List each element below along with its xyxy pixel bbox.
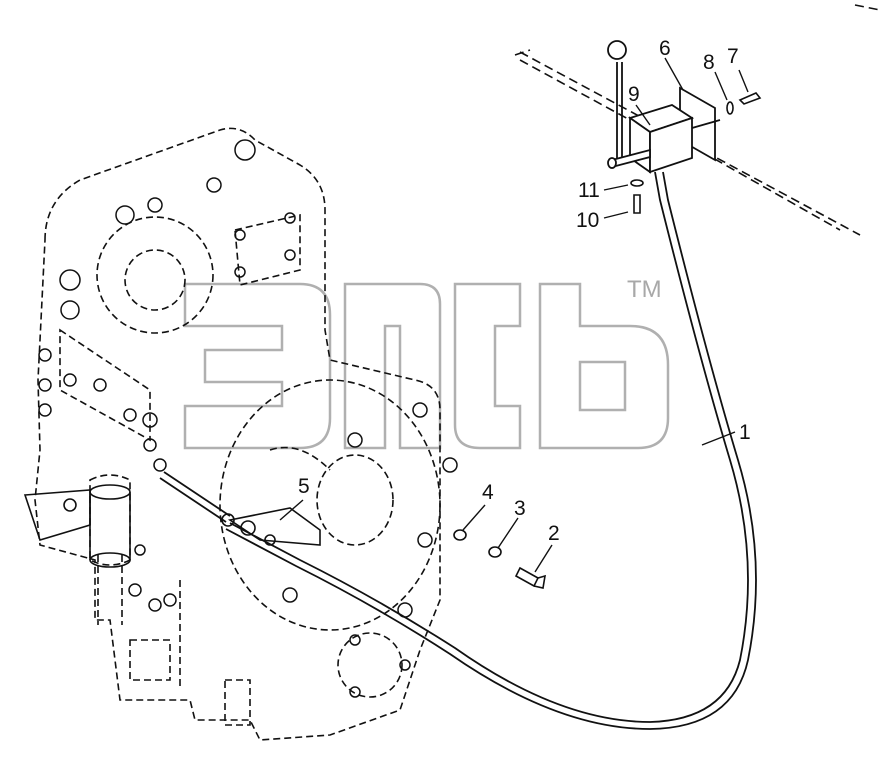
control-box	[607, 40, 721, 174]
control-cable	[159, 171, 757, 730]
callout-8: 8	[703, 51, 715, 74]
hardware-top	[630, 92, 762, 214]
callout-5: 5	[298, 475, 310, 498]
hardware-right	[453, 529, 546, 589]
callout-4: 4	[482, 481, 494, 504]
callout-11: 11	[578, 179, 600, 202]
transmission-housing	[34, 127, 441, 741]
housing-bolts	[38, 139, 458, 698]
callout-6: 6	[659, 37, 671, 60]
callout-9: 9	[628, 83, 640, 106]
callout-2: 2	[548, 522, 560, 545]
watermark-logo	[183, 282, 670, 450]
callout-3: 3	[514, 497, 526, 520]
watermark-tm: TM	[627, 276, 662, 303]
callout-10: 10	[576, 209, 600, 232]
callout-1: 1	[739, 421, 751, 444]
callout-7: 7	[727, 45, 739, 68]
leader-lines	[279, 57, 749, 573]
filter-canister	[23, 484, 131, 568]
